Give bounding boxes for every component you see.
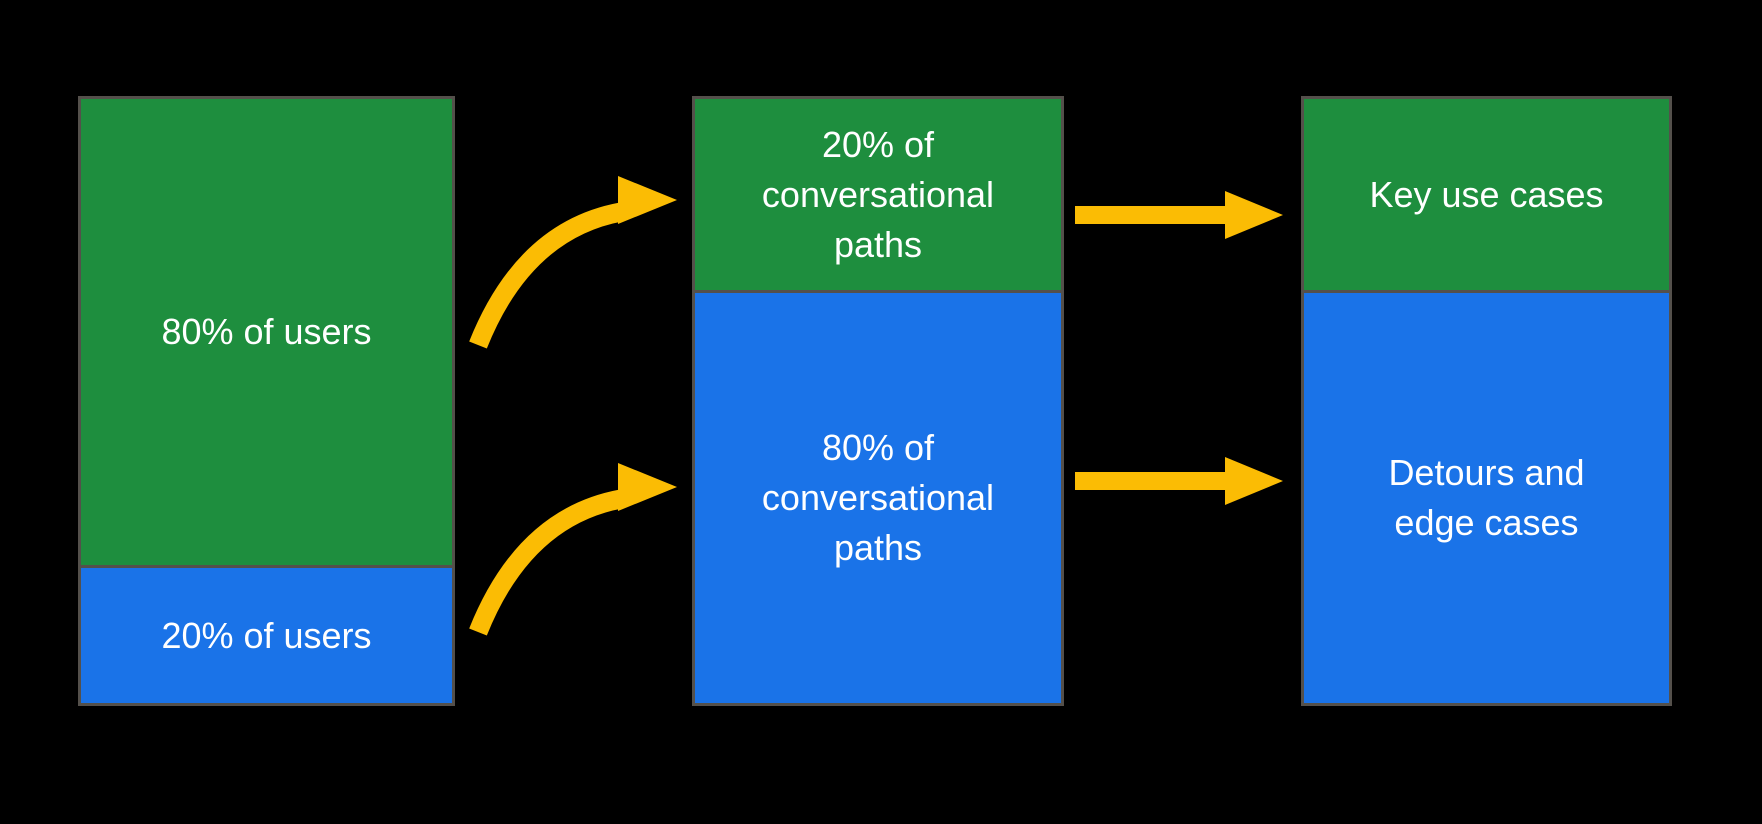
users-80-label: 80% of users — [161, 311, 372, 352]
straight-arrow-bottom-icon — [1075, 457, 1283, 505]
paths-20-segment: 20% of conversational paths — [695, 99, 1061, 290]
paths-80-segment: 80% of conversational paths — [695, 290, 1061, 703]
users-20-segment: 20% of users — [81, 565, 452, 703]
users-column: 80% of users 20% of users — [78, 96, 455, 706]
outcomes-column: Key use cases Detours and edge cases — [1301, 96, 1672, 706]
curved-arrow-bottom-icon — [469, 463, 677, 636]
detours-edge-cases-label: Detours and edge cases — [1388, 452, 1585, 543]
users-20-label: 20% of users — [161, 614, 372, 656]
paths-20-label: 20% of conversational paths — [761, 123, 995, 265]
detours-edge-cases-segment: Detours and edge cases — [1304, 290, 1669, 703]
key-use-cases-label: Key use cases — [1369, 173, 1604, 215]
users-80-segment: 80% of users — [81, 99, 452, 565]
curved-arrow-top-icon — [469, 176, 677, 349]
paths-80-label: 80% of conversational paths — [761, 427, 995, 568]
key-use-cases-segment: Key use cases — [1304, 99, 1669, 290]
conversational-paths-column: 20% of conversational paths 80% of conve… — [692, 96, 1064, 706]
straight-arrow-top-icon — [1075, 191, 1283, 239]
